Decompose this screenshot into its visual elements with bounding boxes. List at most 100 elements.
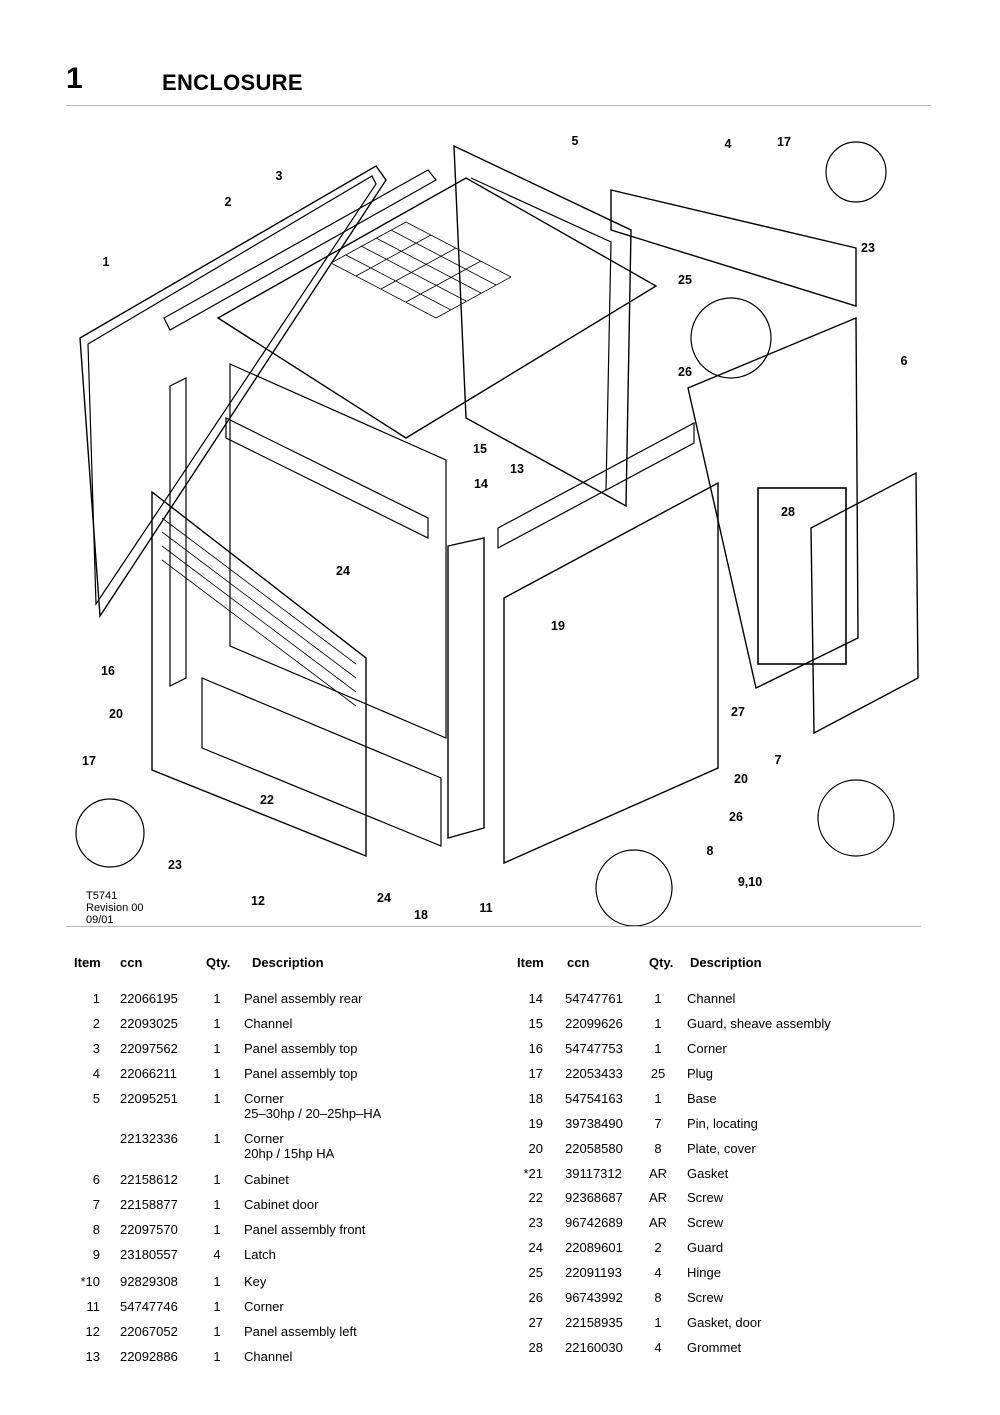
cell-ccn: 22089601 xyxy=(565,1240,623,1255)
top-panel-drawing xyxy=(216,177,658,439)
base-drawing xyxy=(201,677,442,847)
callout-label: 26 xyxy=(678,365,692,379)
cell-ccn: 54747753 xyxy=(565,1041,623,1056)
callout-label: 17 xyxy=(777,135,791,149)
callout-label: 5 xyxy=(571,134,579,148)
cell-qty: 1 xyxy=(654,991,662,1006)
cell-ccn: 54747761 xyxy=(565,991,623,1006)
section-title: ENCLOSURE xyxy=(162,70,303,95)
cell-description: Cabinet door xyxy=(244,1197,319,1212)
cell-item: 12 xyxy=(85,1324,100,1339)
cell-ccn: 22097570 xyxy=(120,1222,178,1237)
cell-item: 14 xyxy=(528,991,543,1006)
callout-label: 28 xyxy=(781,505,795,519)
cell-qty: 1 xyxy=(213,1299,221,1314)
cell-description: Key xyxy=(244,1274,267,1289)
callout-label: 1 xyxy=(102,255,110,269)
cell-ccn: 22066211 xyxy=(120,1066,177,1081)
callout-label: 9,10 xyxy=(737,875,763,889)
cell-qty: 2 xyxy=(654,1240,662,1255)
cell-qty: 25 xyxy=(650,1066,666,1081)
callout-label: 27 xyxy=(731,705,745,719)
cell-item: 13 xyxy=(85,1349,100,1364)
cell-ccn: 22097562 xyxy=(120,1041,178,1056)
cell-description: Guard xyxy=(687,1240,724,1255)
cell-description: Screw xyxy=(687,1215,724,1230)
cell-description: Screw xyxy=(687,1290,724,1305)
cell-ccn: 22158612 xyxy=(120,1172,178,1187)
cell-description: Panel assembly top xyxy=(244,1066,358,1081)
cell-description: Plug xyxy=(687,1066,714,1081)
cell-description: Plate, cover xyxy=(687,1141,756,1156)
cell-description: Panel assembly top xyxy=(244,1041,358,1056)
cell-description: Latch xyxy=(244,1247,276,1262)
cell-description: Guard, sheave assembly xyxy=(687,1016,831,1031)
cell-item: 5 xyxy=(92,1091,100,1106)
cell-ccn: 54754163 xyxy=(565,1091,623,1106)
cell-description: Channel xyxy=(244,1349,293,1364)
cell-qty: 1 xyxy=(213,991,221,1006)
callout-label: 20 xyxy=(109,707,123,721)
latch-detail-circle xyxy=(595,849,673,926)
hinge-detail-circle xyxy=(690,297,772,379)
callout-label: 22 xyxy=(260,793,274,807)
cell-description: Corner xyxy=(244,1299,284,1314)
cell-description: Grommet xyxy=(687,1340,742,1355)
cell-qty: 8 xyxy=(654,1290,662,1305)
cell-description: Gasket xyxy=(687,1166,729,1181)
callout-label: 14 xyxy=(474,477,488,491)
cell-ccn: 22132336 xyxy=(120,1131,178,1146)
callout-label: 26 xyxy=(729,810,743,824)
plug-detail-circle-left xyxy=(75,798,145,868)
cell-qty: 1 xyxy=(213,1324,221,1339)
cell-item: 24 xyxy=(528,1240,543,1255)
cell-ccn: 22091193 xyxy=(565,1265,622,1280)
cell-qty: 1 xyxy=(213,1274,221,1289)
front-corner-drawing xyxy=(447,537,485,839)
cell-item: 25 xyxy=(528,1265,543,1280)
cell-description: Corner xyxy=(244,1091,284,1106)
header-qty: Qty. xyxy=(206,955,231,970)
callout-label: 6 xyxy=(900,354,908,368)
cell-qty: 8 xyxy=(654,1141,662,1156)
cell-item: 7 xyxy=(92,1197,100,1212)
callout-label: 18 xyxy=(414,908,428,922)
cell-qty: 1 xyxy=(654,1091,662,1106)
cell-qty: AR xyxy=(648,1190,668,1205)
callout-label: 17 xyxy=(82,754,96,768)
cell-ccn: 22058580 xyxy=(565,1141,623,1156)
cell-description: Channel xyxy=(244,1016,293,1031)
cell-ccn: 22158935 xyxy=(565,1315,623,1330)
cell-item: 15 xyxy=(528,1016,543,1031)
cell-qty: 1 xyxy=(213,1197,221,1212)
cell-ccn: 23180557 xyxy=(120,1247,178,1262)
cell-item: 16 xyxy=(528,1041,543,1056)
cell-qty: 1 xyxy=(213,1041,221,1056)
cell-item: 17 xyxy=(528,1066,543,1081)
parts-table-left: Item ccn Qty. Description xyxy=(70,955,470,975)
cell-item: 9 xyxy=(92,1247,100,1262)
cell-item: 26 xyxy=(528,1290,543,1305)
cell-qty: 1 xyxy=(654,1041,662,1056)
cell-item: 23 xyxy=(528,1215,543,1230)
cell-item: 27 xyxy=(528,1315,543,1330)
corner-frame-drawing xyxy=(453,144,632,508)
cell-ccn: 22099626 xyxy=(565,1016,623,1031)
section-header: 1 ENCLOSURE xyxy=(66,60,931,106)
cell-item: 18 xyxy=(528,1091,543,1106)
cell-item: 1 xyxy=(92,991,100,1006)
